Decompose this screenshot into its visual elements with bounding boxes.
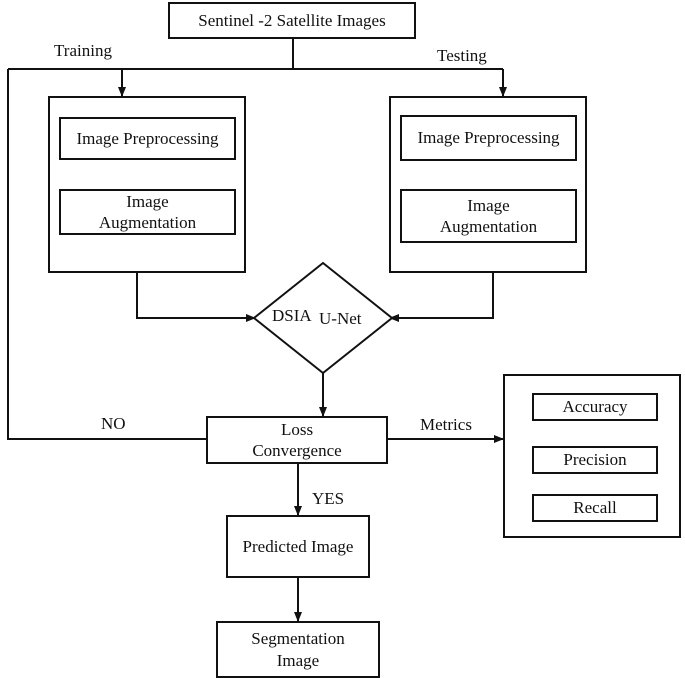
model-dsia-label: DSIA <box>272 306 312 325</box>
test-preprocessing-box: Image Preprocessing <box>400 115 577 161</box>
segmentation-label: Segmentation Image <box>251 629 345 670</box>
source-label: Sentinel -2 Satellite Images <box>198 10 386 30</box>
test-preprocessing-label: Image Preprocessing <box>417 128 560 148</box>
predicted-label: Predicted Image <box>242 536 354 556</box>
yes-label: YES <box>312 489 345 508</box>
model-unet-label: U-Net <box>319 309 362 328</box>
precision-label: Precision <box>563 450 627 470</box>
precision-box: Precision <box>532 446 658 474</box>
no-loop-line <box>7 69 206 440</box>
testing-label: Testing <box>437 46 487 65</box>
segmentation-box: Segmentation Image <box>216 621 380 678</box>
accuracy-box: Accuracy <box>532 393 658 421</box>
loss-box: Loss Convergence <box>206 416 388 464</box>
accuracy-label: Accuracy <box>562 397 628 417</box>
test-augmentation-box: Image Augmentation <box>400 189 577 243</box>
predicted-box: Predicted Image <box>226 515 370 578</box>
no-label: NO <box>101 414 126 433</box>
training-label: Training <box>54 41 112 60</box>
test-to-model-arrow <box>389 272 494 322</box>
train-preprocessing-box: Image Preprocessing <box>59 117 236 160</box>
train-augmentation-label: Image Augmentation <box>98 191 197 232</box>
train-to-model-arrow <box>136 272 256 322</box>
metrics-label: Metrics <box>420 415 472 434</box>
recall-label: Recall <box>573 498 617 518</box>
train-preprocessing-label: Image Preprocessing <box>76 128 219 148</box>
source-box: Sentinel -2 Satellite Images <box>168 2 416 39</box>
recall-box: Recall <box>532 494 658 522</box>
train-augmentation-box: Image Augmentation <box>59 189 236 235</box>
loss-label: Loss Convergence <box>252 419 342 460</box>
test-augmentation-label: Image Augmentation <box>439 195 538 236</box>
